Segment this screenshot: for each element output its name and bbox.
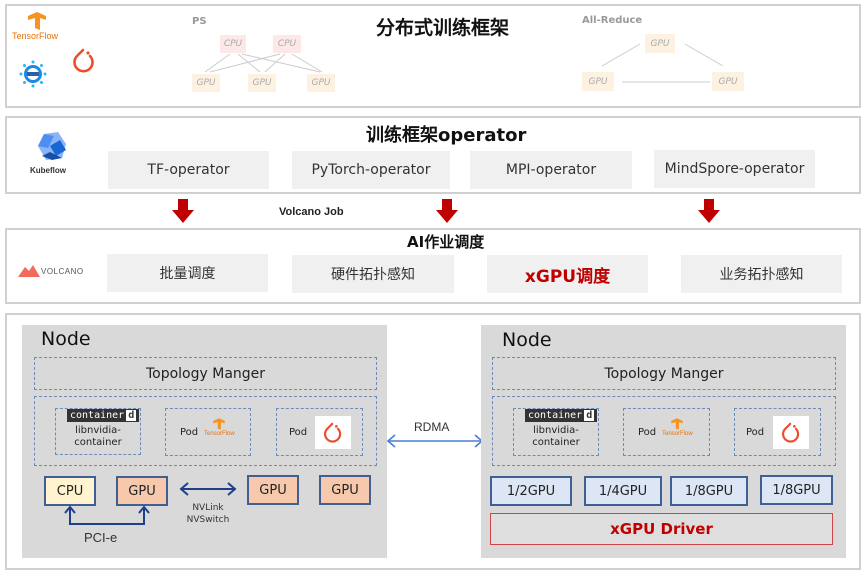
volcano-logo-icon — [18, 265, 40, 277]
rdma-arrow-icon — [386, 434, 484, 448]
left-pod-tensorflow — [165, 408, 251, 456]
pytorch-tile — [773, 416, 809, 449]
allreduce-gpu-node: GPU — [645, 34, 675, 53]
down-arrow-icon — [698, 199, 720, 223]
tensorflow-logo-text: TensorFlow — [12, 31, 59, 41]
operator-item: MPI-operator — [470, 151, 632, 189]
libnvidia-container-label: libnvidia-container — [524, 425, 588, 449]
gpu-chip: GPU — [247, 475, 299, 505]
volcano-job-label: Volcano Job — [279, 206, 344, 218]
lib-line1: libnvidia- — [533, 425, 579, 436]
pytorch-icon — [782, 422, 800, 443]
ps-label: PS — [192, 16, 207, 27]
horovod-logo-icon — [19, 60, 47, 88]
ps-connection-lines — [204, 53, 323, 73]
gpu-fraction-chip: 1/4GPU — [584, 476, 662, 506]
xgpu-driver: xGPU Driver — [490, 513, 833, 545]
right-topology-manager: Topology Manger — [492, 357, 836, 390]
pytorch-tile — [315, 416, 351, 449]
allreduce-connection-lines — [601, 43, 724, 83]
ps-cpu-node: CPU — [220, 35, 246, 53]
operator-title: 训练框架operator — [366, 125, 527, 146]
ps-gpu-node: GPU — [248, 74, 276, 92]
pytorch-logo-icon — [73, 48, 94, 73]
gpu-chip: GPU — [116, 476, 168, 506]
allreduce-gpu-node: GPU — [712, 72, 744, 91]
pod-label: Pod — [289, 427, 308, 438]
right-pod-tensorflow — [623, 408, 710, 456]
containerd-d: d — [584, 410, 595, 421]
lib-line2: container — [74, 437, 122, 448]
libnvidia-container-label: libnvidia-container — [66, 425, 130, 449]
kubeflow-logo-icon — [38, 132, 66, 160]
containerd-text: container — [70, 410, 125, 421]
scheduling-title: AI作业调度 — [407, 233, 485, 251]
scheduling-item: 业务拓扑感知 — [681, 255, 842, 293]
left-pod-pytorch — [276, 408, 363, 456]
right-node-title: Node — [502, 329, 552, 351]
left-runtime-box — [55, 408, 141, 455]
left-pods-container — [34, 396, 377, 466]
pytorch-icon — [324, 422, 342, 443]
distributed-training-panel — [5, 4, 861, 108]
allreduce-label: All-Reduce — [582, 15, 643, 26]
operator-item: PyTorch-operator — [292, 151, 450, 189]
left-node-title: Node — [41, 328, 91, 350]
lib-line1: libnvidia- — [75, 425, 121, 436]
tensorflow-logo-icon — [28, 12, 46, 30]
kubeflow-logo-text: Kubeflow — [30, 166, 66, 175]
down-arrow-icon — [436, 199, 458, 223]
operator-item: MindSpore-operator — [654, 150, 815, 188]
containerd-text: container — [528, 410, 583, 421]
ps-cpu-node: CPU — [273, 35, 301, 53]
gpu-fraction-chip: 1/8GPU — [670, 476, 748, 506]
tensorflow-icon — [213, 418, 225, 430]
pcie-connector-icon — [64, 505, 150, 525]
nvlink-text: NVLink — [192, 503, 224, 513]
containerd-d: d — [126, 410, 137, 421]
pod-label: Pod — [746, 427, 765, 438]
right-runtime-box — [513, 408, 599, 456]
right-pods-container — [492, 396, 836, 466]
volcano-logo-text: VOLCANO — [41, 267, 84, 276]
scheduling-item: 批量调度 — [107, 254, 268, 292]
tensorflow-icon — [671, 418, 683, 430]
gpu-fraction-chip: 1/2GPU — [490, 476, 572, 506]
pod-label: Pod — [638, 427, 657, 438]
tensorflow-text: TensorFlow — [204, 431, 235, 437]
pcie-label: PCI-e — [84, 530, 118, 545]
nvlink-arrow-icon — [179, 482, 237, 496]
nvswitch-text: NVSwitch — [186, 515, 230, 525]
allreduce-gpu-node: GPU — [582, 72, 614, 91]
gpu-chip: GPU — [319, 475, 371, 505]
scheduling-item: 硬件拓扑感知 — [292, 255, 454, 293]
scheduling-item-xgpu: xGPU调度 — [487, 255, 648, 293]
right-pod-pytorch — [734, 408, 821, 456]
left-topology-manager: Topology Manger — [34, 357, 377, 390]
cpu-chip: CPU — [44, 476, 96, 506]
lib-line2: container — [532, 437, 580, 448]
ps-gpu-node: GPU — [307, 74, 335, 92]
down-arrow-icon — [172, 199, 194, 223]
distributed-training-title: 分布式训练框架 — [376, 17, 510, 39]
rdma-label: RDMA — [414, 420, 450, 434]
pod-label: Pod — [180, 427, 199, 438]
operator-item: TF-operator — [108, 151, 269, 189]
ps-gpu-node: GPU — [192, 74, 220, 92]
tensorflow-text: TensorFlow — [662, 431, 693, 437]
gpu-fraction-chip: 1/8GPU — [760, 475, 833, 505]
